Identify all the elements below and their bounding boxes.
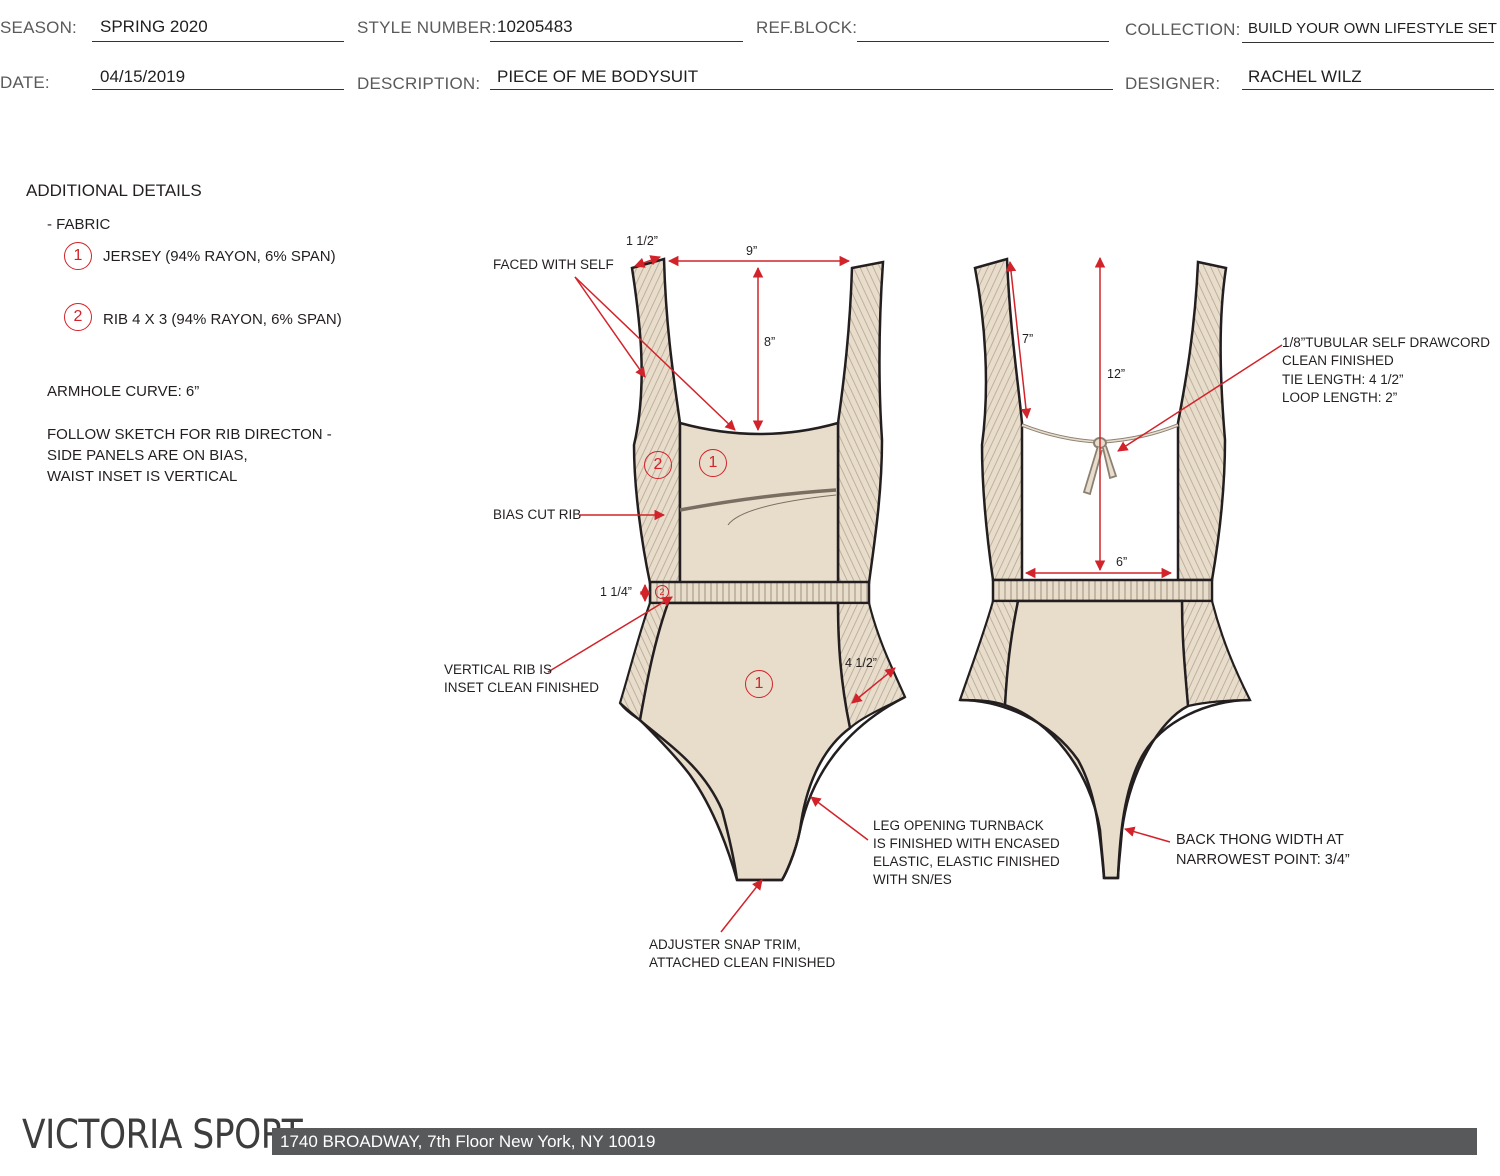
back-drawcord-tie-right — [1102, 445, 1118, 480]
date-label: DATE: — [0, 73, 50, 92]
description-value: PIECE OF ME BODYSUIT — [497, 67, 699, 86]
designer-label: DESIGNER: — [1125, 74, 1221, 93]
leg-opening-note-3: ELASTIC, ELASTIC FINISHED — [873, 854, 1060, 869]
back-leg-outline-left — [959, 698, 1106, 879]
front-bodice-panel — [678, 421, 840, 585]
leg-opening-note-2: IS FINISHED WITH ENCASED — [873, 836, 1060, 851]
leg-opening-arrow — [810, 796, 869, 841]
leg-opening-note-1: LEG OPENING TURNBACK — [873, 818, 1044, 833]
front-view — [618, 257, 907, 882]
drawcord-note-1: 1/8”TUBULAR SELF DRAWCORD — [1282, 335, 1491, 350]
front-waist-inset — [648, 580, 871, 605]
vertical-rib-note-1: VERTICAL RIB IS — [444, 662, 553, 677]
brand-logo: VICTORIA SPORT — [22, 1112, 303, 1158]
back-right-rib-panel — [1176, 260, 1228, 582]
side-width-arrow — [851, 667, 896, 704]
style-number-underline — [490, 41, 743, 42]
fabric-2-text: RIB 4 X 3 (94% RAYON, 6% SPAN) — [103, 311, 342, 328]
fabric-2-marker: 2 — [64, 303, 92, 331]
style-number-label: STYLE NUMBER: — [357, 18, 497, 37]
faced-self-arrow-2 — [574, 276, 736, 431]
vertical-rib-note-2: INSET CLEAN FINISHED — [444, 680, 600, 695]
rib-direction-note-1: FOLLOW SKETCH FOR RIB DIRECTON - — [47, 426, 332, 443]
faced-with-self-note: FACED WITH SELF — [493, 257, 614, 272]
refblock-underline — [857, 41, 1109, 42]
side-width-label: 4 1/2” — [845, 656, 877, 670]
front-leg-outline-right — [780, 695, 906, 881]
annotation-arrows — [547, 255, 1283, 933]
back-leg-outline-right — [1116, 698, 1251, 879]
season-label: SEASON: — [0, 18, 77, 37]
back-length-label: 12” — [1107, 367, 1126, 381]
armhole-note: ARMHOLE CURVE: 6” — [47, 383, 200, 400]
season-value: SPRING 2020 — [100, 17, 208, 36]
front-leg-outline — [619, 702, 739, 881]
thong-width-note-1: BACK THONG WIDTH AT — [1176, 832, 1344, 848]
leg-opening-note-4: WITH SN/ES — [873, 872, 952, 887]
side-panel-fabric-marker: 2 — [644, 451, 672, 479]
drawcord-note-3: TIE LENGTH: 4 1/2” — [1282, 372, 1404, 387]
bias-cut-rib-note: BIAS CUT RIB — [493, 507, 582, 522]
front-lower-fabric-marker: 1 — [745, 670, 773, 698]
thong-width-note-2: NARROWEST POINT: 3/4” — [1176, 852, 1350, 868]
drawcord-note-4: LOOP LENGTH: 2” — [1282, 390, 1398, 405]
details-title: ADDITIONAL DETAILS — [26, 181, 202, 200]
back-strap-label: 7” — [1022, 332, 1034, 346]
front-drop-label: 8” — [764, 335, 776, 349]
fabric-1-marker: 1 — [64, 242, 92, 270]
footer-address: 1740 BROADWAY, 7th Floor New York, NY 10… — [280, 1132, 656, 1151]
front-right-rib-panel — [836, 260, 885, 585]
faced-self-arrow-1 — [574, 276, 646, 378]
back-strap-arrow — [1005, 260, 1032, 420]
description-underline — [490, 89, 1113, 90]
strap-width-arrow — [634, 255, 661, 268]
waist-band-fabric-marker: 2 — [655, 585, 669, 599]
drawcord-arrow — [1117, 344, 1283, 452]
collection-value: BUILD YOUR OWN LIFESTYLE SET — [1248, 20, 1497, 37]
back-width-label: 6” — [1116, 555, 1128, 569]
back-lower-right-rib — [1180, 599, 1252, 708]
collection-underline — [1242, 42, 1494, 43]
designer-value: RACHEL WILZ — [1248, 67, 1362, 86]
front-left-rib-panel — [630, 257, 682, 585]
description-label: DESCRIPTION: — [357, 74, 481, 93]
back-view — [958, 257, 1252, 880]
rib-direction-note-3: WAIST INSET IS VERTICAL — [47, 468, 238, 485]
fabric-label: - FABRIC — [47, 216, 111, 233]
snap-trim-note-2: ATTACHED CLEAN FINISHED — [649, 955, 836, 970]
strap-width-label: 1 1/2” — [626, 234, 658, 248]
waist-height-label: 1 1/4” — [600, 585, 632, 599]
date-value: 04/15/2019 — [100, 67, 186, 86]
front-bodice-fabric-marker: 1 — [699, 449, 727, 477]
front-bodice-drape-line — [679, 488, 837, 512]
style-number-value: 10205483 — [497, 17, 573, 36]
front-lower-body-panel — [638, 601, 852, 882]
fabric-1-text: JERSEY (94% RAYON, 6% SPAN) — [103, 248, 336, 265]
footer-address-bar: 1740 BROADWAY, 7th Floor New York, NY 10… — [272, 1128, 1477, 1155]
vertical-rib-arrow — [547, 596, 673, 673]
snap-trim-note-1: ADJUSTER SNAP TRIM, — [649, 937, 801, 952]
drawcord-note-2: CLEAN FINISHED — [1282, 353, 1394, 368]
refblock-label: REF.BLOCK: — [756, 18, 858, 37]
thong-width-arrow — [1123, 826, 1171, 843]
season-underline — [92, 41, 344, 42]
collection-label: COLLECTION: — [1125, 20, 1241, 39]
front-bodice-drape-line-fine — [727, 494, 837, 526]
snap-trim-arrow — [720, 879, 763, 933]
rib-direction-note-2: SIDE PANELS ARE ON BIAS, — [47, 447, 248, 464]
designer-underline — [1242, 89, 1494, 90]
date-underline — [92, 89, 344, 90]
back-waist-band — [991, 578, 1214, 603]
neck-width-label: 9” — [746, 244, 758, 258]
